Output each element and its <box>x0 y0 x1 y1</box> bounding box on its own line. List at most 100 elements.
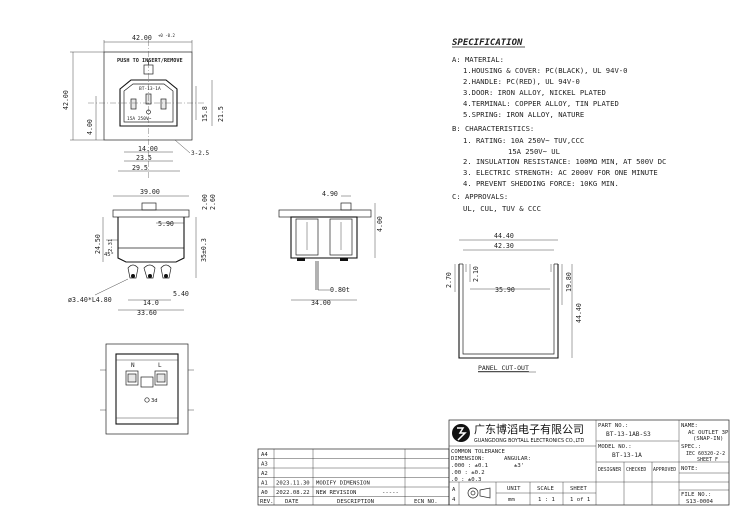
dim-side-2450: 24.50 <box>94 234 102 254</box>
rev-header-date: DATE <box>285 499 299 505</box>
material-1: 1.HOUSING & COVER: PC(BLACK), UL 94V-0 <box>463 66 627 75</box>
dim-end-400: 4.00 <box>376 216 384 232</box>
dim-end-3400: 34.00 <box>311 299 331 307</box>
rev-a3: A3 <box>261 462 268 468</box>
spec-value-2: SHEET F <box>697 457 718 463</box>
characteristic-1b: 15A 250V~ UL <box>508 147 560 156</box>
rev-a1: A1 <box>261 481 268 487</box>
rev-a0-date: 2022.08.22 <box>276 490 310 496</box>
dim-end-490: 4.90 <box>322 190 338 198</box>
front-view: PUSH TO INSERT/REMOVE BT-13-1A 15A 250V~… <box>62 33 225 178</box>
size-4: 4 <box>452 497 456 503</box>
material-5: 5.SPRING: IRON ALLOY, NATURE <box>463 110 584 119</box>
bottom-view: N L 3d <box>100 343 194 435</box>
dim-offset: 4.00 <box>86 119 94 135</box>
bottom-n: N <box>131 362 135 369</box>
tolerance-3: .0 : ±0.3 <box>451 477 481 483</box>
rev-a1-date: 2023.11.30 <box>276 481 310 487</box>
spec-label: SPEC.: <box>681 444 701 450</box>
characteristics-header: B: CHARACTERISTICS: <box>452 124 534 133</box>
rating-label: 15A 250V~ <box>127 116 152 122</box>
name-value: AC OUTLET 3P <box>688 430 729 436</box>
scale-value: 1 : 1 <box>538 497 555 503</box>
sheet-label: SHEET <box>570 486 587 492</box>
dim-center: 14.00 <box>138 145 158 153</box>
rev-a0: A0 <box>261 490 268 496</box>
tolerance-1: .000 : ±0.1 <box>451 463 488 469</box>
dim-23: 23.5 <box>136 154 152 162</box>
spec-title: SPECIFICATION <box>452 38 523 48</box>
bottom-l: L <box>158 362 162 369</box>
dim-height: 42.00 <box>62 90 70 110</box>
material-2: 2.HANDLE: PC(RED), UL 94V-0 <box>463 77 580 86</box>
panel-cutout-title: PANEL CUT-OUT <box>478 364 529 372</box>
dim-side-35: 35±0.3 <box>200 238 208 262</box>
tolerance-title: COMMON TOLERANCE <box>451 449 506 455</box>
approvals-header: C: APPROVALS: <box>452 192 508 201</box>
dim-pc-3590: 35.90 <box>495 286 515 294</box>
socket-outline <box>119 79 178 127</box>
dim-21: 21.5 <box>217 106 225 122</box>
designer: DESIGNER <box>598 467 621 473</box>
dim-pc-210: 2.10 <box>472 266 480 282</box>
dim-pc-4440: 44.40 <box>494 232 514 240</box>
note-label: NOTE: <box>681 466 698 472</box>
bottom-3d: 3d <box>151 398 158 404</box>
model-no: BT-13-1A <box>612 452 642 459</box>
name-value-2: (SNAP-IN) <box>693 436 723 442</box>
rev-header-rev: REV. <box>260 499 273 505</box>
part-no-label: PART NO.: <box>598 423 628 429</box>
approved: APPROVED <box>653 467 676 473</box>
company-en: GUANGDONG BOYTALL ELECTRONICS CO.,LTD <box>474 438 584 444</box>
dim-pc-1980: 19.80 <box>565 272 573 292</box>
unit-label: UNIT <box>507 486 521 492</box>
dim-15: 15.8 <box>201 106 209 122</box>
tolerance-dimension: DIMENSION: <box>451 456 485 462</box>
dim-side-w39: 39.00 <box>140 188 160 196</box>
dim-side-2: 2.00 <box>201 194 209 210</box>
name-label: NAME: <box>681 423 698 429</box>
dim-hole: 3-2.5 <box>191 150 209 157</box>
dim-side-231: 2.31 <box>108 239 114 252</box>
file-no-label: FILE NO.: <box>681 492 711 498</box>
approvals: UL, CUL, TUV & CCC <box>463 204 541 213</box>
tolerance-2: .00 : ±0.2 <box>451 470 485 476</box>
rev-a0-ecn: ----- <box>382 490 399 496</box>
dim-pc-4230: 42.30 <box>494 242 514 250</box>
scale-label: SCALE <box>537 486 554 492</box>
push-label: PUSH TO INSERT/REMOVE <box>117 58 183 64</box>
model-no-label: MODEL NO.: <box>598 444 632 450</box>
file-no: S13-0004 <box>686 499 714 505</box>
dim-width: 42.00 <box>132 34 152 42</box>
dim-29: 29.5 <box>132 164 148 172</box>
part-no: BT-13-1AB-S3 <box>606 431 651 438</box>
characteristic-4: 4. PREVENT SHEDDING FORCE: 10KG MIN. <box>463 179 619 188</box>
projection-symbol-icon <box>467 487 479 499</box>
material-3: 3.DOOR: IRON ALLOY, NICKEL PLATED <box>463 88 606 97</box>
dim-side-pin: ø3.40*L4.80 <box>68 296 112 304</box>
dim-side-260: 2.60 <box>209 194 217 210</box>
material-header: A: MATERIAL: <box>452 55 504 64</box>
dim-side-ang: 45° <box>104 252 114 258</box>
dim-side-3360: 33.60 <box>137 309 157 317</box>
tolerance-angular-val: ±3' <box>514 463 524 469</box>
checked: CHECKED <box>626 467 646 473</box>
dim-pc-4440v: 44.40 <box>575 303 583 323</box>
rev-a2: A2 <box>261 471 268 477</box>
dim-side-14: 14.0 <box>143 299 159 307</box>
material-4: 4.TERMINAL: COPPER ALLOY, TIN PLATED <box>463 99 619 108</box>
title-block: 广东博滔电子有限公司 GUANGDONG BOYTALL ELECTRONICS… <box>448 419 730 506</box>
unit-value: mm <box>508 497 515 503</box>
size-a: A <box>452 487 456 493</box>
dim-pc-270: 2.70 <box>445 272 453 288</box>
dim-side-540: 5.40 <box>173 290 189 298</box>
characteristic-2: 2. INSULATION RESISTANCE: 100MΩ MIN, AT … <box>463 157 666 166</box>
characteristic-3: 3. ELECTRIC STRENGTH: AC 2000V FOR ONE M… <box>463 168 658 177</box>
tolerance-angular: ANGULAR: <box>504 456 531 462</box>
front-outer-square <box>103 51 193 141</box>
rev-a1-desc: MODIFY DIMENSION <box>316 481 370 487</box>
end-view: 4.90 4.00 0.80t 34.00 <box>278 190 384 307</box>
model-label: BT-13-1A <box>139 86 161 92</box>
characteristic-1: 1. RATING: 10A 250V~ TUV,CCC <box>463 136 584 145</box>
